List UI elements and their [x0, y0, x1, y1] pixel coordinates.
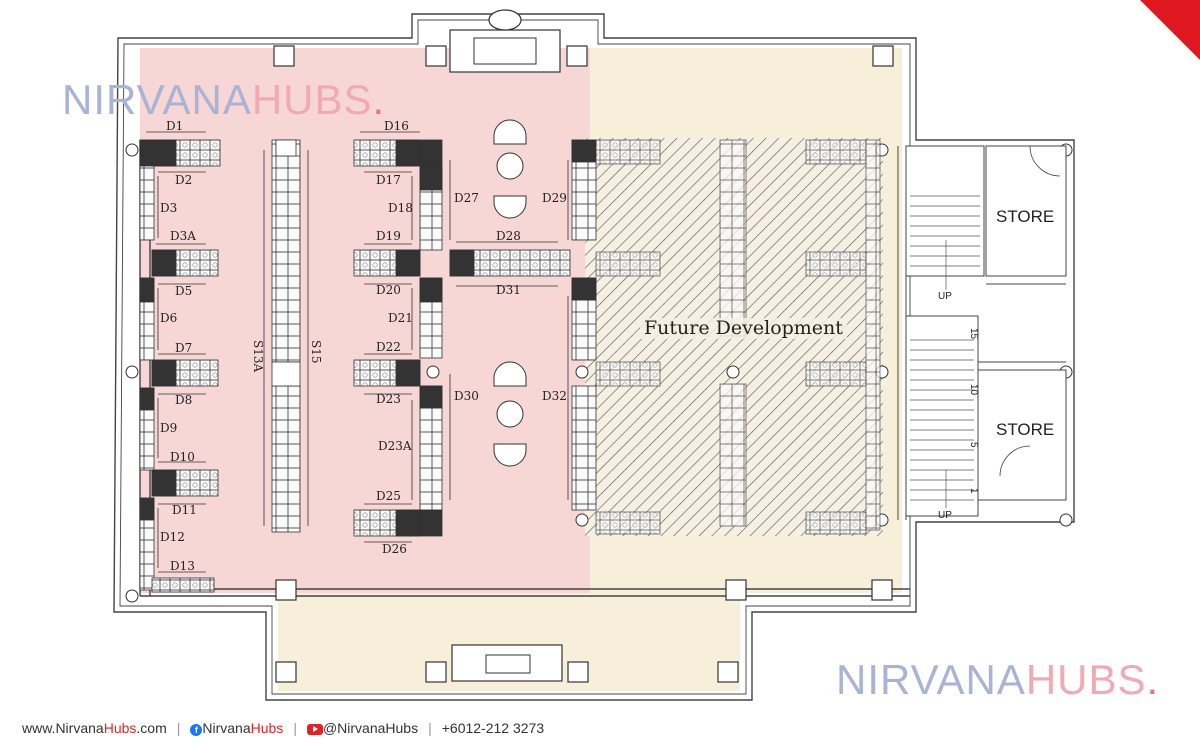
- store-label-1: STORE: [996, 207, 1055, 226]
- lot-label: D25: [376, 489, 401, 503]
- lot-label: D27: [454, 191, 479, 205]
- lot-label: D10: [170, 450, 195, 464]
- footer-facebook-suffix: Hubs: [250, 720, 284, 736]
- brand-corner-triangle: [1140, 0, 1200, 60]
- lot-label: S13A: [251, 340, 265, 373]
- lot-label: D19: [376, 229, 401, 243]
- lot-label: D17: [376, 173, 401, 187]
- lot-label: D6: [160, 311, 178, 325]
- brand-logo-dot: .: [1146, 656, 1160, 703]
- lot-label: D3A: [170, 229, 196, 243]
- lot-label: D16: [384, 119, 409, 133]
- lot-label: D7: [175, 341, 193, 355]
- lot-label: D32: [542, 389, 567, 403]
- brand-logo-dot: .: [372, 76, 386, 123]
- lot-label: D3: [160, 201, 178, 215]
- top-entrance: [449, 29, 561, 73]
- store-label-2: STORE: [996, 420, 1055, 439]
- lot-label: D22: [376, 340, 401, 354]
- footer-website[interactable]: www.NirvanaHubs.com: [22, 720, 167, 736]
- lot-label: D30: [454, 389, 479, 403]
- bottom-entrance: [451, 644, 563, 682]
- footer-separator: |: [176, 720, 181, 736]
- brand-logo-part2: HUBS: [251, 76, 373, 123]
- stair-number-10: 10: [968, 384, 979, 396]
- footer-phone[interactable]: +6012-212 3273: [441, 720, 545, 736]
- lot-label: D26: [382, 542, 407, 556]
- lot-label: D9: [160, 421, 178, 435]
- facebook-icon: f: [190, 724, 203, 736]
- footer-youtube-handle: @NirvanaHubs: [322, 720, 419, 736]
- lot-label: D12: [160, 530, 185, 544]
- stair-number-15: 15: [968, 328, 979, 340]
- footer-website-mid: Hubs: [103, 720, 137, 736]
- lot-label: D1: [166, 119, 184, 133]
- lot-label: D20: [376, 283, 401, 297]
- lot-label: D11: [172, 503, 197, 517]
- stair-number-1: 1: [968, 488, 979, 494]
- brand-logo-part1: NIRVANA: [836, 656, 1026, 703]
- footer-website-prefix: www.Nirvana: [22, 720, 104, 736]
- footer-separator: |: [293, 720, 297, 736]
- stair-up-label-2: UP: [938, 510, 952, 521]
- footer-facebook-prefix: Nirvana: [202, 720, 251, 736]
- brand-logo-part2: HUBS: [1025, 656, 1147, 703]
- stair-number-5: 5: [968, 442, 979, 448]
- brand-logo-bottom: NIRVANAHUBS.: [836, 656, 1159, 704]
- youtube-icon: [306, 723, 323, 735]
- brand-logo-part1: NIRVANA: [62, 76, 252, 123]
- lot-label: D2: [175, 173, 193, 187]
- lot-label: D23: [376, 392, 401, 406]
- lot-label: D13: [170, 559, 195, 573]
- footer-website-suffix: .com: [136, 720, 167, 736]
- lot-label: D28: [496, 229, 521, 243]
- lot-label: D21: [388, 311, 413, 325]
- lot-label: D18: [388, 201, 413, 215]
- lot-label: D29: [542, 191, 567, 205]
- stair-up-label-1: UP: [938, 291, 952, 302]
- lot-label: D8: [175, 393, 193, 407]
- lot-label: D5: [175, 284, 193, 298]
- brand-logo-top: NIRVANAHUBS.: [62, 76, 385, 124]
- footer-youtube[interactable]: @NirvanaHubs: [306, 720, 419, 736]
- lot-label: S15: [309, 340, 323, 364]
- future-development-label: Future Development: [640, 318, 847, 339]
- lot-label: D31: [496, 283, 521, 297]
- footer-separator: |: [428, 720, 432, 736]
- lot-label: D23A: [378, 439, 412, 453]
